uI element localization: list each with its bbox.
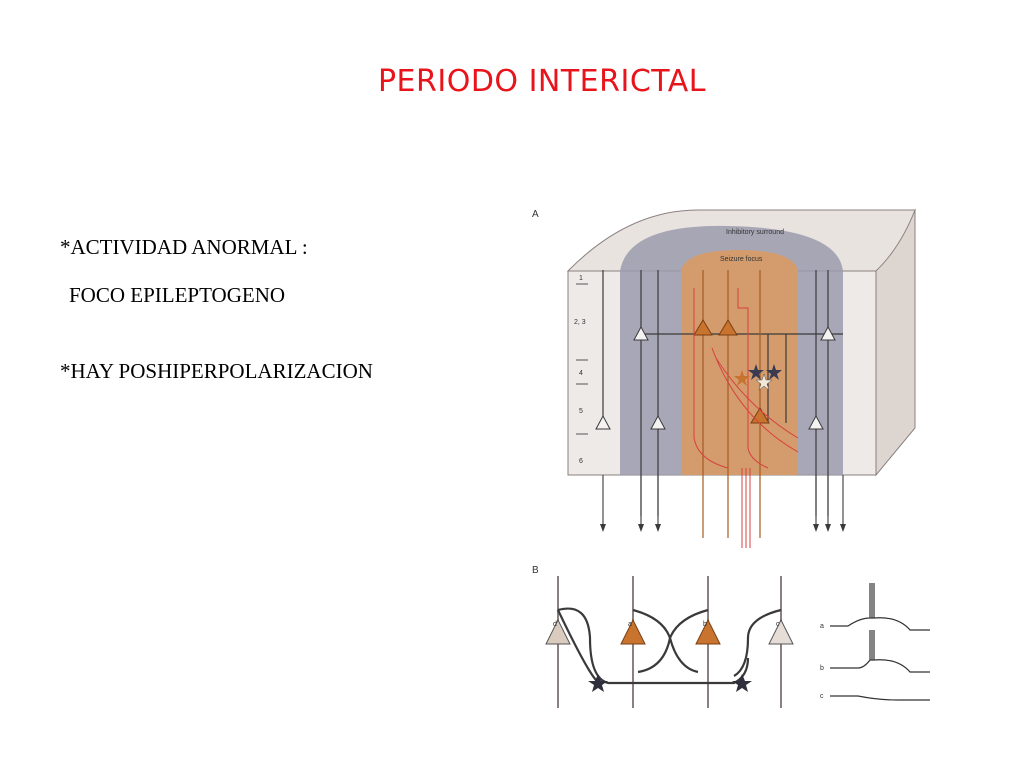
- trace-label-b: b: [820, 665, 824, 672]
- neuron-d-soma: [545, 618, 571, 645]
- focus-neurons: [702, 270, 761, 538]
- layer-2-3-label: 2, 3: [574, 319, 586, 326]
- layer-5-label: 5: [579, 408, 583, 415]
- surround-somas: [595, 325, 836, 430]
- figure-svg: A Inhibitory surround Seizure focus 1 2,…: [532, 208, 930, 708]
- panel-b-somas: [545, 618, 794, 692]
- layer-4-label: 4: [579, 370, 583, 377]
- cortical-layer-scale: 1 2, 3 4 5 6: [574, 275, 588, 465]
- slide-title: PERIODO INTERICTAL: [377, 64, 707, 99]
- neuron-b-soma: [695, 618, 721, 645]
- bullet-abnormal-activity: *ACTIVIDAD ANORMAL :: [60, 235, 308, 259]
- output-arrowheads: [600, 524, 846, 532]
- bullet-epileptogenic-focus: FOCO EPILEPTOGENO: [69, 283, 286, 307]
- neuron-label-b: b: [703, 621, 707, 628]
- layer-6-label: 6: [579, 458, 583, 465]
- excitatory-fibres: [693, 288, 799, 548]
- panel-b-connections: [557, 607, 782, 685]
- inhibitory-surround-label: Inhibitory surround: [726, 229, 784, 236]
- inhibitory-interneuron-left: [588, 674, 608, 692]
- trace-label-a: a: [820, 623, 824, 630]
- neuron-a-soma: [620, 618, 646, 645]
- layer-1-label: 1: [579, 275, 583, 282]
- cortex-seizure-focus-figure: A Inhibitory surround Seizure focus 1 2,…: [498, 198, 964, 720]
- trace-label-c: c: [820, 693, 824, 700]
- surround-neurons: [602, 270, 843, 516]
- panel-a-label: A: [532, 209, 539, 220]
- interneuron-stars: [734, 364, 782, 391]
- neuron-label-d: d: [553, 621, 557, 628]
- membrane-traces: [830, 583, 930, 701]
- neuron-c-soma: [768, 618, 794, 645]
- bullet-hyperpolarization: *HAY POSHIPERPOLARIZACION: [60, 359, 373, 383]
- panel-b-label: B: [532, 565, 539, 576]
- seizure-focus-region: [681, 250, 798, 475]
- neuron-label-c: c: [776, 621, 780, 628]
- output-axons: [602, 475, 844, 528]
- seizure-focus-label: Seizure focus: [720, 256, 763, 263]
- inhibitory-interneuron-right: [732, 674, 752, 692]
- neuron-label-a: a: [628, 621, 632, 628]
